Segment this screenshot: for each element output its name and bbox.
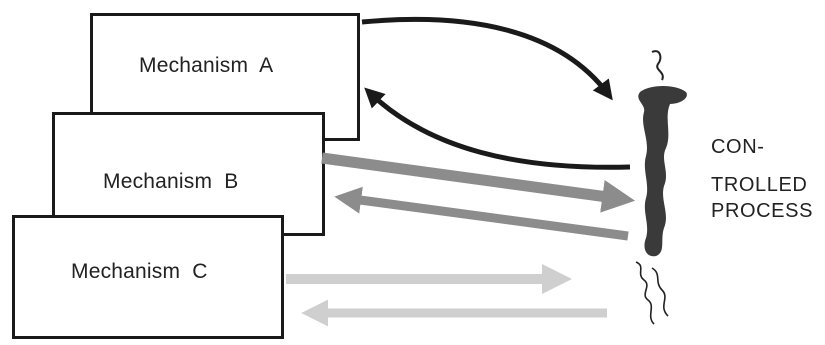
process-label-line2: TROLLED xyxy=(711,174,808,196)
process-blob xyxy=(638,86,687,257)
arrow-a-to-process xyxy=(361,16,613,101)
arrow-process-to-b xyxy=(334,186,629,241)
process-label-line3: PROCESS xyxy=(711,200,814,222)
mechanism-c-label: Mechanism C xyxy=(71,260,208,283)
process-label-line1: CON- xyxy=(711,136,765,158)
mechanism-c-box: Mechanism C xyxy=(12,215,284,339)
process-bottom-squiggle-2 xyxy=(651,267,669,317)
process-top-squiggle xyxy=(651,50,664,81)
mechanism-a-label: Mechanism A xyxy=(139,54,274,77)
process-bottom-squiggle xyxy=(635,261,655,325)
arrow-b-to-process xyxy=(321,152,636,213)
mechanism-b-label: Mechanism B xyxy=(103,170,239,193)
arrow-process-to-a xyxy=(364,87,631,170)
